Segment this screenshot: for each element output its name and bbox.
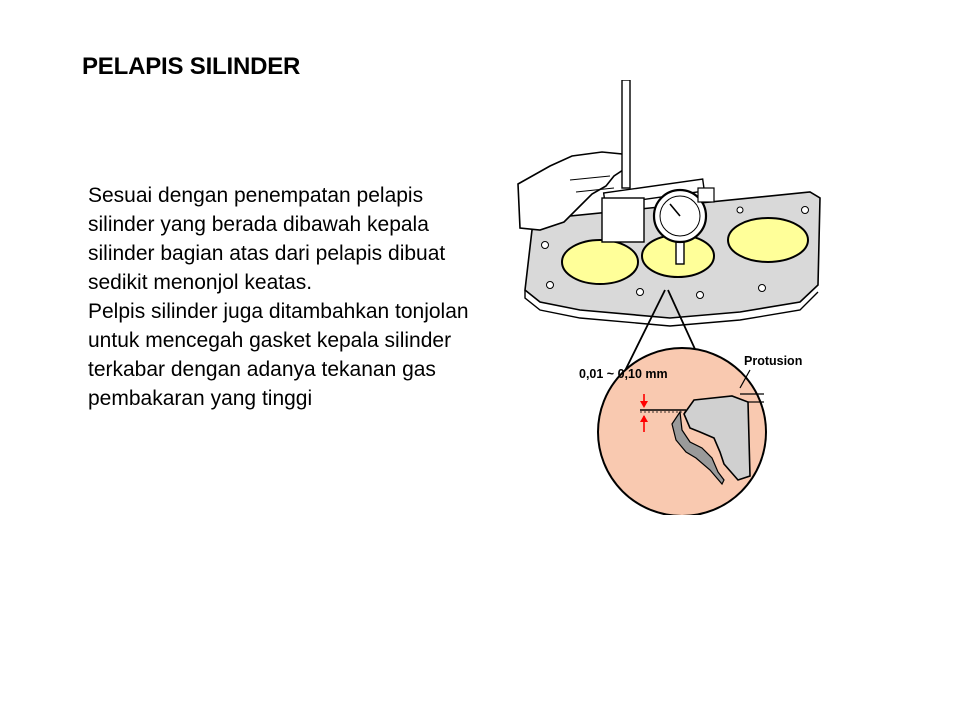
paragraph-protrusion: Pelpis silinder juga ditambahkan tonjola… [88,300,469,410]
hand [517,151,627,231]
cylinder-bore-3 [727,217,809,263]
protusion-label: Protusion [744,354,802,368]
detail-view [597,347,767,515]
body-text: Sesuai dengan penempatan pelapis silinde… [88,181,478,413]
cylinder-liner-illustration: Protusion 0,01 ~ 0,10 mm [510,80,830,515]
dial-gauge [601,80,715,265]
slide-title: PELAPIS SILINDER [82,53,301,80]
liner-protrusion-diagram: Protusion 0,01 ~ 0,10 mm [517,80,821,515]
paragraph-placement: Sesuai dengan penempatan pelapis silinde… [88,184,446,294]
measurement-label: 0,01 ~ 0,10 mm [579,367,668,381]
cylinder-bore-1 [561,239,639,285]
